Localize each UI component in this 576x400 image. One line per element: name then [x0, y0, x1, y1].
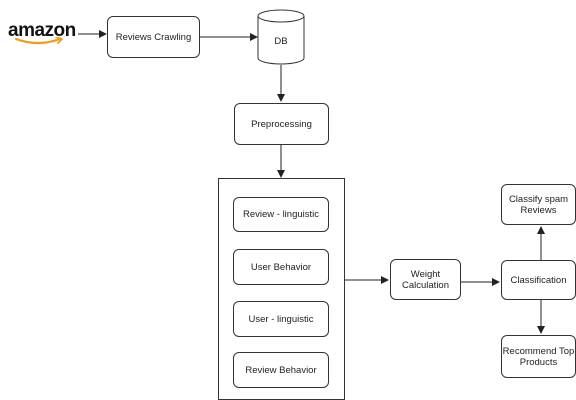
- review-behavior-node: Review Behavior: [233, 352, 329, 388]
- preprocessing-node: Preprocessing: [234, 103, 329, 145]
- review-linguistic-node: Review - linguistic: [233, 197, 329, 232]
- user-linguistic-node: User - linguistic: [233, 301, 329, 337]
- recommend-top-products-node: Recommend Top Products: [501, 335, 576, 378]
- user-behavior-node: User Behavior: [233, 249, 329, 285]
- classify-spam-reviews-node: Classify spam Reviews: [501, 184, 576, 225]
- amazon-smile-icon: [14, 37, 63, 45]
- weight-calculation-node: Weight Calculation: [390, 259, 461, 300]
- reviews-crawling-node: Reviews Crawling: [107, 16, 200, 58]
- amazon-logo: amazon: [8, 20, 76, 46]
- amazon-logo-text: amazon: [8, 20, 76, 41]
- db-cylinder: [257, 9, 305, 65]
- classification-node: Classification: [501, 260, 576, 300]
- db-label: DB: [274, 36, 288, 47]
